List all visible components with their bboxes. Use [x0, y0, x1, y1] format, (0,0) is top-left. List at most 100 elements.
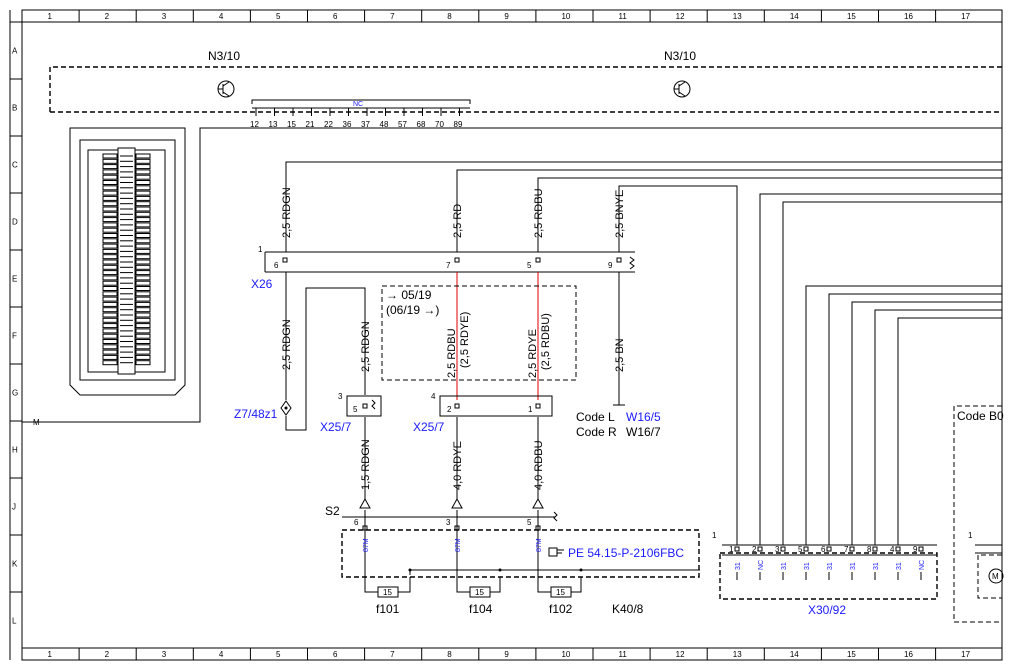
column-number: 1 [48, 12, 53, 21]
x26-label: X26 [251, 277, 273, 291]
pin-label: 31 [873, 562, 880, 570]
x30-92-label: X30/92 [808, 603, 846, 617]
column-number: 13 [733, 650, 742, 659]
column-number: 5 [276, 650, 281, 659]
f102-label: f102 [549, 602, 573, 616]
m-label: M [33, 418, 40, 427]
wire-label: 2,5 BNYE [614, 190, 626, 238]
pe-ref-link[interactable]: PE 54.15-P-2106FBC [568, 546, 684, 560]
row-letter: H [12, 446, 18, 455]
column-number: 11 [619, 12, 628, 21]
relay-pin-label: 87M [455, 538, 462, 552]
pin-label: 12 [250, 120, 259, 129]
pin-label: 22 [324, 120, 333, 129]
column-number: 8 [447, 650, 452, 659]
column-number: 5 [276, 12, 281, 21]
wire-label: 4,0 RDBU [533, 440, 545, 490]
column-number: 7 [390, 12, 395, 21]
wire-label: 2,5 RDBU [446, 328, 458, 378]
column-number: 4 [219, 650, 224, 659]
pin-label: 3 [775, 545, 780, 554]
relay-pin-label: 87M [363, 538, 370, 552]
row-letter: D [12, 218, 18, 227]
pin-label: 6 [821, 545, 826, 554]
pin-label: 3 [446, 518, 451, 527]
k40-8-label: K40/8 [612, 602, 644, 616]
column-number: 12 [676, 650, 685, 659]
wire-label: 2,5 RDGN [281, 319, 293, 370]
row-letter: C [12, 161, 18, 170]
column-number: 10 [561, 12, 570, 21]
row-letter: A [12, 47, 18, 56]
pin-label: 15 [287, 120, 296, 129]
connector-number: 4 [431, 392, 436, 401]
pin-label: 1 [729, 545, 734, 554]
column-number: 15 [847, 12, 856, 21]
connector-cells [102, 153, 151, 366]
column-number: 14 [790, 650, 799, 659]
transistor-icon [673, 80, 691, 98]
pin-label: 4 [890, 545, 895, 554]
x25-7-left-label: X25/7 [320, 420, 352, 434]
row-letter: G [12, 389, 18, 398]
code-l-label: Code L [576, 410, 615, 424]
pin-label: 31 [735, 562, 742, 570]
pin-label: 9 [913, 545, 918, 554]
f101-label: f101 [376, 602, 400, 616]
x25-7-mid-label: X25/7 [413, 420, 445, 434]
column-number: 7 [390, 650, 395, 659]
f104-label: f104 [469, 602, 493, 616]
code-b0-label: Code B0 [957, 409, 1004, 423]
column-number: 15 [847, 650, 856, 659]
connector-number: 1 [968, 531, 973, 540]
wire-label: 2,5 RDYE [527, 329, 539, 378]
fuses: 15 f101 15 f104 15 f102 K40/8 [364, 577, 644, 616]
wire-labels: 2,5 RDGN 2,5 RD 2,5 RDBU 2,5 BNYE 2,5 RD… [281, 187, 626, 490]
wire-label: 2,5 RD [452, 204, 464, 238]
z7-label: Z7/48z1 [234, 407, 278, 421]
wire-label: (2,5 RDYE) [459, 312, 471, 368]
column-number: 9 [504, 12, 509, 21]
column-number: 11 [619, 650, 628, 659]
pin-label: 1 [528, 405, 533, 414]
pin-label: 68 [417, 120, 426, 129]
x26-connector: 1 X26 6 7 5 9 [251, 245, 635, 291]
pin-label: 2 [752, 545, 757, 554]
pin-label: 37 [361, 120, 370, 129]
row-letter: K [12, 560, 18, 569]
pin-label: 5 [527, 518, 532, 527]
connector-drawing: M [22, 127, 1002, 427]
transistor-icon [217, 80, 235, 98]
pin-label: 70 [435, 120, 444, 129]
wires [280, 161, 1002, 580]
pin-label: 7 [844, 545, 849, 554]
row-letter: E [12, 275, 17, 284]
pin-label: 31 [850, 562, 857, 570]
w16-5-link[interactable]: W16/5 [626, 410, 661, 424]
x25-7-mid: 4 2 1 X25/7 [413, 392, 553, 434]
column-number: 1 [48, 650, 53, 659]
column-number: 14 [790, 12, 799, 21]
date-variant-box: → 05/19 (06/19 →) [381, 285, 577, 381]
row-letter: B [12, 104, 17, 113]
column-number: 3 [162, 650, 167, 659]
pin-label: 8 [867, 545, 872, 554]
wire-label: 2,5 RDGN [281, 187, 293, 238]
wire-label: (2,5 RDBU) [540, 313, 552, 370]
column-number: 2 [105, 650, 110, 659]
pin-label: 6 [354, 518, 359, 527]
date-to: (06/19 →) [386, 303, 439, 317]
pin-label: 57 [398, 120, 407, 129]
x26-number: 1 [258, 245, 263, 254]
pin-label: 89 [454, 120, 463, 129]
pin-label: 21 [306, 120, 315, 129]
pin-label: 9 [608, 261, 613, 270]
s2-connector: S2 6 3 5 [325, 504, 558, 531]
code-r-label: Code R [576, 425, 617, 439]
pin-label: 13 [269, 120, 278, 129]
date-from: → 05/19 [386, 288, 432, 302]
